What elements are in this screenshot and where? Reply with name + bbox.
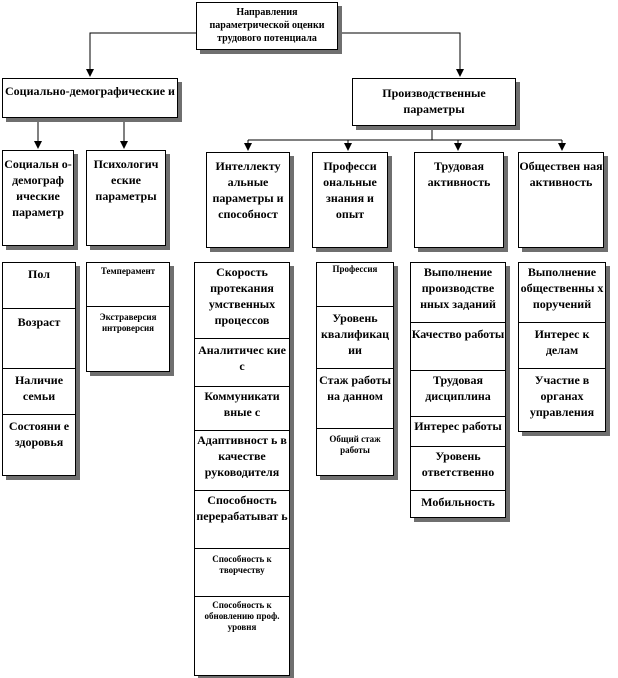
list-labor-item: Качество работы <box>411 327 505 341</box>
sub-social-label: Обществен ная активность <box>519 159 603 189</box>
group-socio-box: Социально-демографические и <box>2 78 178 118</box>
list-psych-item: Экстраверсия интроверсия <box>99 312 157 333</box>
list-intel-item: Способность к обновлению проф. уровня <box>204 600 280 632</box>
sub-intel-label: Интеллекту альные параметры и способност <box>212 159 284 221</box>
sub-psych-label: Психологич еские параметры <box>93 157 159 203</box>
sub-profknow-box: Професси ональные знания и опыт <box>312 152 388 248</box>
group-socio-label: Социально-демографические и <box>5 84 175 98</box>
list-social-item: Выполнение общественны х поручений <box>520 265 604 311</box>
list-social-item: Участие в органах управления <box>529 373 595 419</box>
list-intel-item: Коммуникати вные с <box>204 389 280 419</box>
list-social-item: Интерес к делам <box>534 327 590 357</box>
group-prod-box: Производственные параметры <box>352 78 516 126</box>
list-intel <box>194 262 290 676</box>
list-labor-item: Трудовая дисциплина <box>425 373 491 403</box>
list-intel-item: Скорость протекания умственных процессов <box>208 265 276 327</box>
list-profknow-item: Общий стаж работы <box>329 434 381 455</box>
list-social <box>518 262 606 432</box>
list-labor <box>410 262 506 518</box>
list-socdem <box>2 262 76 476</box>
connector-root-prod <box>338 32 464 77</box>
sub-profknow-label: Професси ональные знания и опыт <box>323 159 377 221</box>
list-profknow-item: Профессия <box>332 264 378 274</box>
list-intel-item: Адаптивност ь в качестве руководителя <box>197 433 287 479</box>
list-labor-item: Мобильность <box>421 495 495 509</box>
list-psych <box>86 262 170 372</box>
root-label: Направления параметрической оценки трудо… <box>209 7 325 44</box>
list-labor-item: Выполнение производстве нных заданий <box>420 265 496 311</box>
list-socdem-item: Состояни е здоровья <box>8 419 70 449</box>
sub-socdem-label: Социальн о-демограф ические параметр <box>4 157 72 219</box>
list-profknow <box>316 262 394 476</box>
list-socdem-item: Пол <box>28 267 50 281</box>
list-intel-item: Способность к творчеству <box>212 554 272 575</box>
group-prod-label: Производственные параметры <box>382 86 486 116</box>
sub-socdem-box: Социальн о-демограф ические параметр <box>2 150 74 246</box>
list-intel-item: Аналитичес кие с <box>198 343 286 373</box>
list-labor-item: Интерес работы <box>414 419 502 433</box>
sub-psych-box: Психологич еские параметры <box>86 150 166 246</box>
sub-labor-box: Трудовая активность <box>414 152 504 248</box>
list-profknow-item: Уровень квалификац ии <box>320 311 389 357</box>
sub-intel-box: Интеллекту альные параметры и способност <box>206 152 290 248</box>
list-psych-item: Темперамент <box>100 266 156 276</box>
list-labor-item: Уровень ответственно <box>421 449 495 479</box>
list-intel-item: Способность перерабатыват ь <box>196 493 288 523</box>
connector-root-socio <box>86 32 196 77</box>
sub-social-box: Обществен ная активность <box>518 152 604 248</box>
list-socdem-item: Возраст <box>17 315 61 329</box>
list-profknow-item: Стаж работы на данном <box>319 373 391 403</box>
list-socdem-item: Наличие семьи <box>14 373 64 403</box>
root-box: Направления параметрической оценки трудо… <box>196 2 338 50</box>
sub-labor-label: Трудовая активность <box>427 159 491 189</box>
